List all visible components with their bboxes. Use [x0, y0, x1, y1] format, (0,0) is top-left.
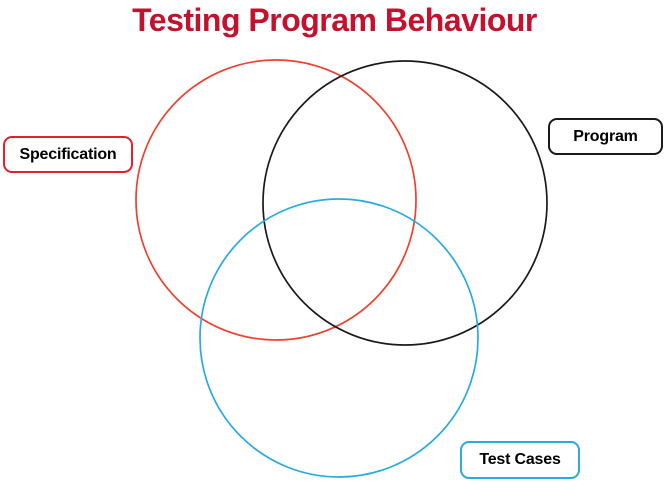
- program-circle: [262, 60, 548, 346]
- diagram-title: Testing Program Behaviour: [132, 2, 537, 38]
- test-cases-circle: [199, 198, 479, 478]
- test-cases-label-box: Test Cases: [460, 441, 580, 479]
- specification-label-box: Specification: [3, 136, 133, 173]
- program-label: Program: [573, 127, 638, 145]
- program-label-box: Program: [548, 118, 663, 155]
- specification-label: Specification: [19, 145, 117, 163]
- specification-circle: [135, 59, 417, 341]
- test-cases-label: Test Cases: [479, 451, 561, 468]
